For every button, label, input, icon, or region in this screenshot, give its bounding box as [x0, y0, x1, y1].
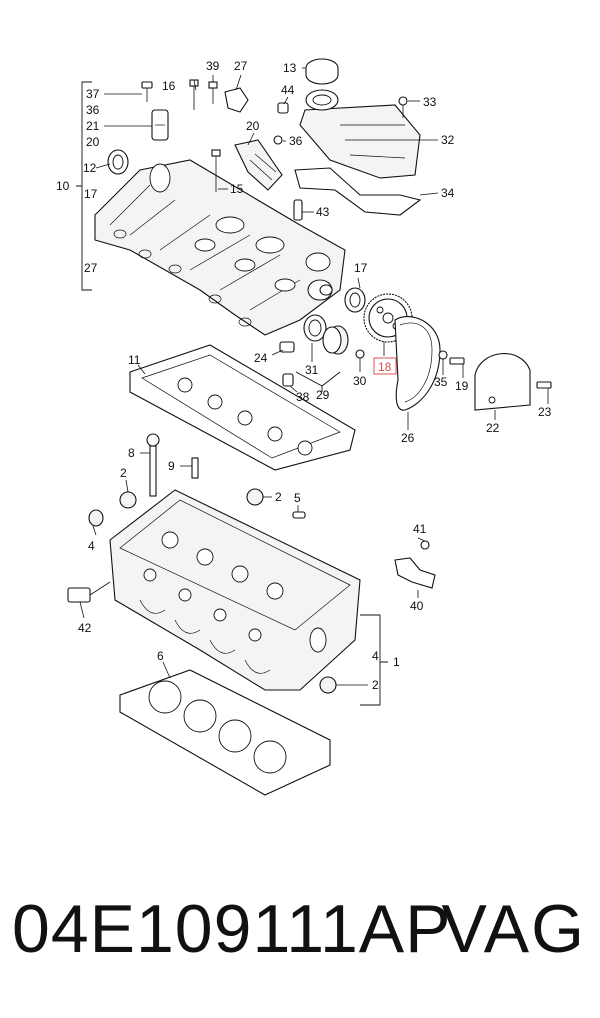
callout-37: 37	[86, 87, 100, 101]
exploded-parts-diagram: 37 36 21 20 12 10 17 27 16 39 27 20 15 3…	[56, 58, 552, 796]
callout-labels: 37 36 21 20 12 10 17 27 16 39 27 20 15 3…	[56, 59, 552, 692]
timing-belt-26	[394, 315, 441, 411]
callout-5: 5	[294, 491, 301, 505]
callout-2-bottom: 2	[372, 678, 379, 692]
plug-2b	[246, 488, 264, 506]
callout-27-left: 27	[84, 261, 98, 275]
callout-36: 36	[86, 103, 100, 117]
seal-17	[344, 287, 366, 313]
callout-34: 34	[441, 186, 455, 200]
bolt-33	[398, 96, 408, 118]
cylinder-head	[109, 489, 361, 691]
timing-cover-22	[474, 353, 531, 411]
callout-13: 13	[283, 61, 297, 75]
seal-12	[107, 149, 129, 175]
part-number: 04E109111AP	[12, 891, 452, 967]
callout-20: 20	[86, 135, 100, 149]
callout-32: 32	[441, 133, 455, 147]
callout-36-mid: 36	[289, 134, 303, 148]
callout-44: 44	[281, 83, 295, 97]
callout-2-mid: 2	[275, 490, 282, 504]
callout-42: 42	[78, 621, 92, 635]
stud-9	[191, 457, 199, 479]
connector-20	[234, 139, 283, 191]
callout-26: 26	[401, 431, 415, 445]
bolt-36	[273, 135, 283, 145]
bolt-37	[141, 81, 153, 102]
bolt-23	[536, 381, 552, 389]
callout-19: 19	[455, 379, 469, 393]
callout-4-right: 4	[372, 649, 379, 663]
callout-23: 23	[538, 405, 552, 419]
sensor-27	[224, 87, 249, 113]
sensor-21	[151, 109, 169, 141]
camshaft-housing	[94, 159, 346, 336]
valve-cover-gasket-11	[129, 344, 356, 471]
callout-17-left: 17	[84, 187, 98, 201]
bolt-16	[189, 79, 199, 110]
callout-1: 1	[393, 655, 400, 669]
callout-18: 18	[378, 360, 392, 374]
callout-27-top: 27	[234, 59, 248, 73]
head-gasket-6	[119, 669, 331, 796]
seal-31a	[303, 314, 327, 342]
bracket-1	[360, 614, 388, 706]
callout-38: 38	[296, 390, 310, 404]
callout-18-box	[373, 357, 397, 375]
callout-17-right: 17	[354, 261, 368, 275]
bolt-30	[355, 349, 365, 359]
callout-39: 39	[206, 59, 220, 73]
callout-35: 35	[434, 375, 448, 389]
brand-label: VAG	[441, 891, 586, 967]
sensor-24	[279, 341, 295, 353]
callout-15: 15	[230, 182, 244, 196]
bracket-29	[295, 371, 341, 392]
footer: 04E109111AP VAG	[0, 890, 600, 1000]
callout-30: 30	[353, 374, 367, 388]
bolt-44	[277, 102, 289, 114]
callout-10: 10	[56, 179, 70, 193]
bolt-15	[211, 149, 221, 192]
leader-lines	[79, 67, 549, 686]
bolt-35	[438, 350, 448, 360]
head-bolt-8	[146, 433, 160, 497]
callout-31: 31	[305, 363, 319, 377]
bolt-39	[208, 81, 218, 104]
sensor-43	[293, 199, 303, 221]
callout-20-mid: 20	[246, 119, 260, 133]
bolt-41	[420, 540, 430, 550]
callout-16: 16	[162, 79, 176, 93]
bracket-10	[76, 81, 92, 291]
callout-11: 11	[128, 353, 141, 367]
callout-9: 9	[168, 459, 175, 473]
callout-41: 41	[413, 522, 427, 536]
bolt-19	[449, 357, 465, 365]
cap-31b	[322, 325, 349, 355]
callout-43: 43	[316, 205, 330, 219]
cap-13	[305, 58, 339, 85]
gasket-34	[294, 167, 422, 216]
callout-22: 22	[486, 421, 500, 435]
plug-2c	[319, 676, 337, 694]
sensor-38	[282, 373, 294, 387]
breather-housing-32	[299, 89, 421, 179]
callout-4-left: 4	[88, 539, 95, 553]
sensor-42	[67, 581, 111, 603]
callout-29: 29	[316, 388, 330, 402]
callout-8: 8	[128, 446, 135, 460]
plug-2a	[119, 491, 137, 509]
callout-21: 21	[86, 119, 100, 133]
pin-5	[292, 511, 306, 519]
callout-2-left: 2	[120, 466, 127, 480]
callout-33: 33	[423, 95, 437, 109]
callout-6: 6	[157, 649, 164, 663]
callout-12: 12	[83, 161, 97, 175]
sensor-40	[394, 557, 436, 589]
callout-40: 40	[410, 599, 424, 613]
plug-4	[88, 509, 104, 527]
callout-24: 24	[254, 351, 268, 365]
